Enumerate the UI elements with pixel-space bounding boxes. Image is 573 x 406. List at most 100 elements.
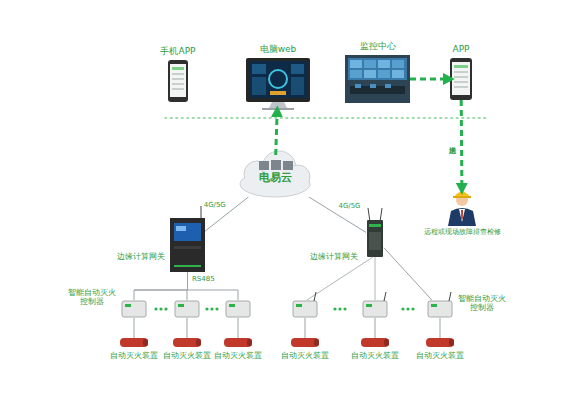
- screen-line: [454, 86, 468, 88]
- device-wire: [238, 318, 239, 338]
- screen-bar: [454, 65, 468, 68]
- server-icon: [283, 161, 293, 170]
- fire-extinguisher: 自动灭火装置: [224, 338, 252, 347]
- cloud-fill: [241, 172, 309, 196]
- divider-line: [165, 117, 488, 119]
- wireless-link: [375, 257, 376, 300]
- cabinet-panel: [174, 246, 201, 249]
- controller-box: [122, 301, 146, 317]
- wireless-link: [307, 257, 373, 300]
- screen-line: [454, 81, 468, 83]
- screen-bar: [172, 67, 184, 70]
- server-icon: [259, 161, 269, 170]
- controller-box: [428, 301, 452, 317]
- cabinet-strip: [174, 265, 201, 267]
- extinguisher-cap: [449, 339, 454, 346]
- video-wall: [348, 58, 407, 80]
- antenna: [384, 292, 386, 301]
- extinguisher-cap: [143, 339, 148, 346]
- antenna: [201, 206, 202, 218]
- antenna: [314, 292, 316, 301]
- control-center: 监控中心: [345, 55, 410, 103]
- screen-line: [172, 88, 184, 90]
- web-monitor: 电脑web: [246, 58, 310, 110]
- desk-screen: [370, 84, 376, 88]
- fire-controller: 智能自动灭火控制器: [122, 300, 146, 318]
- dot: [411, 307, 414, 310]
- dot: [164, 307, 167, 310]
- maintenance-worker: 远程或现场故障排查检修: [447, 190, 477, 226]
- gateway-cabinet: [170, 206, 205, 272]
- node-label: 自动灭火装置: [163, 352, 211, 361]
- edge-gateway: 边缘计算网关: [170, 218, 205, 272]
- rs485-bus: [134, 290, 375, 338]
- dot: [205, 307, 208, 310]
- desk-screen: [385, 84, 391, 88]
- node-label: 手机APP: [160, 46, 195, 56]
- screen-line: [172, 83, 184, 85]
- worker-suit: [448, 208, 476, 226]
- extinguisher-cap: [314, 339, 319, 346]
- phone-screen: [170, 64, 186, 97]
- wireless-links: [307, 257, 375, 300]
- node-label: 监控中心: [360, 41, 396, 51]
- node-label: 电易云: [240, 172, 310, 185]
- monitor-screen: [249, 61, 307, 98]
- phone-icon: [450, 58, 472, 100]
- link-line: [440, 318, 441, 338]
- controllers: [122, 292, 452, 317]
- push-arrow: [460, 100, 464, 190]
- link-line: [384, 248, 432, 300]
- dot: [401, 307, 404, 310]
- extinguisher-body: [426, 338, 454, 347]
- screen-panel: [252, 64, 266, 74]
- node-label: 智能自动灭火控制器: [456, 294, 508, 312]
- worker-icon: [448, 192, 476, 227]
- fire-extinguisher: 自动灭火装置: [426, 338, 454, 347]
- app-phone: APP: [450, 58, 472, 100]
- monitor-icon: [246, 58, 310, 110]
- node-label: 智能自动灭火控制器: [66, 288, 118, 306]
- dot: [154, 307, 157, 310]
- router-panel: [369, 232, 381, 250]
- extinguisher-cap: [384, 339, 389, 346]
- controller-led: [229, 304, 235, 307]
- control-room-photo: [345, 55, 410, 103]
- router-strip: [369, 224, 381, 227]
- screen-block: [176, 226, 186, 231]
- video-cell: [378, 70, 390, 78]
- extinguisher-body: [120, 338, 148, 347]
- dot: [333, 307, 336, 310]
- phone-body: [168, 60, 188, 102]
- screen-panel: [291, 64, 304, 74]
- video-cell: [350, 60, 362, 68]
- screen-gauge: [269, 70, 287, 88]
- app-phone: 手机APP: [168, 60, 188, 102]
- video-cell: [364, 60, 376, 68]
- edge-label: 4G/5G: [338, 203, 360, 211]
- photo-frame: [345, 55, 410, 103]
- antenna: [380, 208, 382, 222]
- controller-box: [293, 301, 317, 317]
- ellipsis-dots: [154, 307, 414, 310]
- bus-label: RS485: [192, 275, 215, 283]
- fire-extinguisher: 自动灭火装置: [361, 338, 389, 347]
- node-label: 边缘计算网关: [117, 252, 165, 261]
- device-wire: [375, 318, 376, 338]
- monitor-stand: [269, 102, 287, 108]
- gateway-router: [367, 208, 383, 257]
- worker-tie: [461, 210, 463, 219]
- phone-icon: [168, 60, 188, 102]
- phone-body: [450, 58, 472, 100]
- node-label: 自动灭火装置: [110, 352, 158, 361]
- node-label: 自动灭火装置: [351, 352, 399, 361]
- node-label: 自动灭火装置: [214, 352, 262, 361]
- controller-led: [431, 304, 437, 307]
- screen-bar: [270, 91, 286, 95]
- extinguisher-body: [224, 338, 252, 347]
- video-cell: [392, 70, 404, 78]
- controller-led: [125, 304, 131, 307]
- push-arrow: [276, 110, 278, 155]
